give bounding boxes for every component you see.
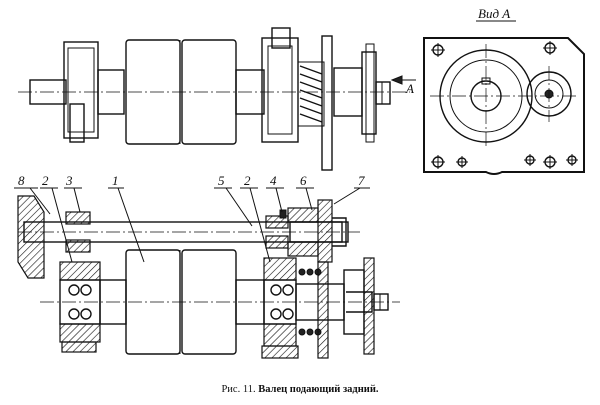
callout-2-right: 2 xyxy=(244,173,251,188)
bottom-section-view xyxy=(17,195,400,359)
callout-4: 4 xyxy=(270,173,277,188)
end-view-a: Вид А xyxy=(423,6,585,175)
view-arrow-label: А xyxy=(405,81,414,96)
callout-2-left: 2 xyxy=(42,173,49,188)
callout-6: 6 xyxy=(300,173,307,188)
spring-coil xyxy=(297,61,325,127)
view-a-title: Вид А xyxy=(478,6,510,21)
bolt-holes xyxy=(431,41,578,169)
top-elevation-view: А xyxy=(18,27,416,171)
figure-caption: Рис. 11. Валец подающий задний. xyxy=(0,384,600,395)
caption-prefix: Рис. 11. xyxy=(221,384,256,395)
callout-3: 3 xyxy=(65,173,73,188)
callout-1: 1 xyxy=(112,173,119,188)
callout-7: 7 xyxy=(358,173,365,188)
caption-title: Валец подающий задний. xyxy=(258,384,379,395)
callouts: 8 2 3 1 5 2 4 6 7 xyxy=(14,173,370,263)
callout-5: 5 xyxy=(218,173,225,188)
callout-8: 8 xyxy=(18,173,25,188)
